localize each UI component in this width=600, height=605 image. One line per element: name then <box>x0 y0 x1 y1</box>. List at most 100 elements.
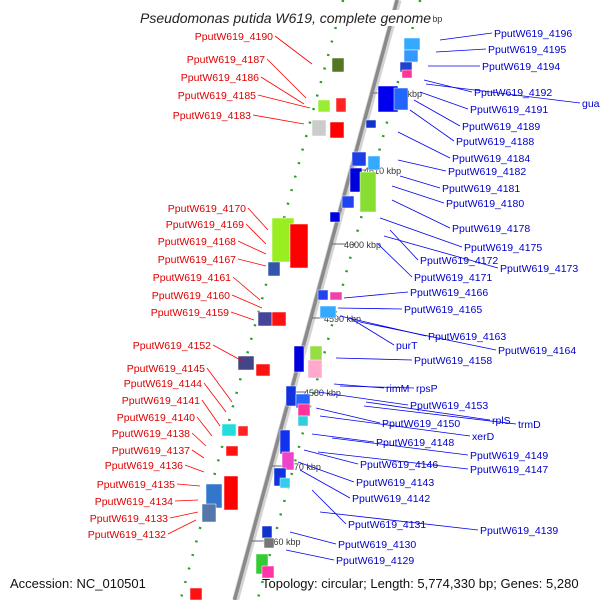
gene-label-left: PputW619_4144 <box>124 378 202 390</box>
gene-label-left: PputW619_4134 <box>95 496 173 508</box>
gene-label-right: PputW619_4195 <box>488 44 566 56</box>
map-title: Pseudomonas putida W619, complete genome <box>138 10 434 26</box>
gene-leader-line <box>363 405 517 425</box>
gene-label-left: PputW619_4137 <box>112 445 190 457</box>
gene-label-right: PputW619_4175 <box>464 242 542 254</box>
gene-leader-line <box>266 58 307 99</box>
gene-leader-line <box>409 109 455 142</box>
gene-leader-line <box>260 76 305 105</box>
gene-feature-block <box>261 525 273 539</box>
gene-label-right: PputW619_4158 <box>414 355 492 367</box>
gene-leader-line <box>167 519 197 535</box>
gene-label-left: PputW619_4152 <box>133 340 211 352</box>
gene-leader-line <box>252 114 305 125</box>
gene-feature-block <box>335 97 347 113</box>
gene-feature-block <box>225 445 239 457</box>
gene-leader-line <box>230 311 255 321</box>
gene-feature-block <box>285 385 297 407</box>
gene-label-right: PputW619_4139 <box>480 525 558 537</box>
gene-leader-line <box>232 276 261 301</box>
gene-leader-line <box>391 199 451 229</box>
gene-leader-line <box>365 401 491 421</box>
gene-label-right: rpsP <box>416 383 438 395</box>
gene-leader-line <box>423 79 473 93</box>
gene-feature-block <box>359 171 377 213</box>
gene-label-right: PputW619_4172 <box>420 255 498 267</box>
accession-text: Accession: NC_010501 <box>10 576 146 591</box>
gene-leader-line <box>335 357 413 361</box>
track-dots-right <box>256 0 422 601</box>
gene-label-left: PputW619_4160 <box>152 290 230 302</box>
gene-label-right: PputW619_4165 <box>404 304 482 316</box>
gene-label-left: PputW619_4161 <box>153 272 231 284</box>
gene-feature-block <box>311 119 327 137</box>
gene-feature-block <box>289 223 309 269</box>
gene-label-right: PputW619_4131 <box>348 519 426 531</box>
gene-leader-line <box>184 464 205 473</box>
gene-label-right: guaA <box>582 98 600 110</box>
gene-feature-block <box>297 403 311 417</box>
gene-feature-block <box>319 305 337 319</box>
gene-label-right: rimM <box>386 383 409 395</box>
gene-feature-block <box>401 69 413 79</box>
gene-feature-block <box>223 475 239 511</box>
gene-feature-block <box>367 155 381 171</box>
gene-label-right: PputW619_4130 <box>338 539 416 551</box>
gene-label-right: PputW619_4153 <box>410 400 488 412</box>
gene-label-left: PputW619_4187 <box>187 54 265 66</box>
gene-leader-line <box>257 94 311 109</box>
gene-leader-line <box>337 307 403 310</box>
gene-feature-block <box>221 423 237 437</box>
gene-feature-block <box>351 151 367 167</box>
gene-leader-line <box>359 321 497 351</box>
kbp-tick-label: 4590 kbp <box>324 314 361 324</box>
gene-label-left: PputW619_4186 <box>181 72 259 84</box>
gene-label-left: PputW619_4159 <box>151 307 229 319</box>
gene-leader-line <box>303 449 359 465</box>
gene-leader-line <box>391 185 445 204</box>
gene-leader-line <box>299 469 351 499</box>
gene-label-right: PputW619_4166 <box>410 287 488 299</box>
gene-leader-line <box>315 407 381 424</box>
gene-leader-line <box>237 240 267 255</box>
gene-leader-line <box>311 433 375 443</box>
gene-leader-line <box>317 451 469 470</box>
gene-leader-line <box>176 483 201 487</box>
gene-feature-block <box>307 359 323 379</box>
gene-feature-block <box>329 211 341 223</box>
gene-feature-block <box>365 119 377 129</box>
topology-text: Topology: circular; Length: 5,774,330 bp… <box>262 576 579 591</box>
gene-feature-block <box>329 121 345 139</box>
gene-label-right: PputW619_4148 <box>376 437 454 449</box>
gene-feature-block <box>317 289 329 301</box>
gene-leader-line <box>289 531 337 545</box>
gene-leader-line <box>274 35 313 65</box>
gene-feature-block <box>263 537 275 549</box>
gene-feature-block <box>237 425 249 437</box>
gene-leader-line <box>231 294 263 309</box>
gene-leader-line <box>319 415 471 437</box>
gene-leader-line <box>237 258 267 267</box>
gene-leader-line <box>349 317 395 346</box>
gene-label-left: PputW619_4145 <box>127 363 205 375</box>
gene-feature-block <box>255 363 271 377</box>
gene-leader-line <box>317 391 409 406</box>
gene-feature-block <box>267 261 281 277</box>
gene-feature-block <box>341 195 355 209</box>
gene-label-right: PputW619_4149 <box>470 450 548 462</box>
gene-label-left: PputW619_4133 <box>90 513 168 525</box>
gene-leader-line <box>379 217 463 248</box>
gene-label-right: PputW619_4196 <box>494 28 572 40</box>
gene-leader-line <box>297 461 355 483</box>
gene-label-left: PputW619_4168 <box>158 236 236 248</box>
kbp-tick-label: 4600 kbp <box>344 240 381 250</box>
gene-label-left: PputW619_4183 <box>173 110 251 122</box>
gene-feature-block <box>403 37 421 51</box>
gene-leader-line <box>247 207 269 231</box>
gene-label-right: PputW619_4182 <box>448 166 526 178</box>
gene-feature-block <box>293 345 305 373</box>
gene-label-right: PputW619_4171 <box>414 272 492 284</box>
gene-label-right: PputW619_4147 <box>470 464 548 476</box>
gene-leader-line <box>285 549 335 561</box>
